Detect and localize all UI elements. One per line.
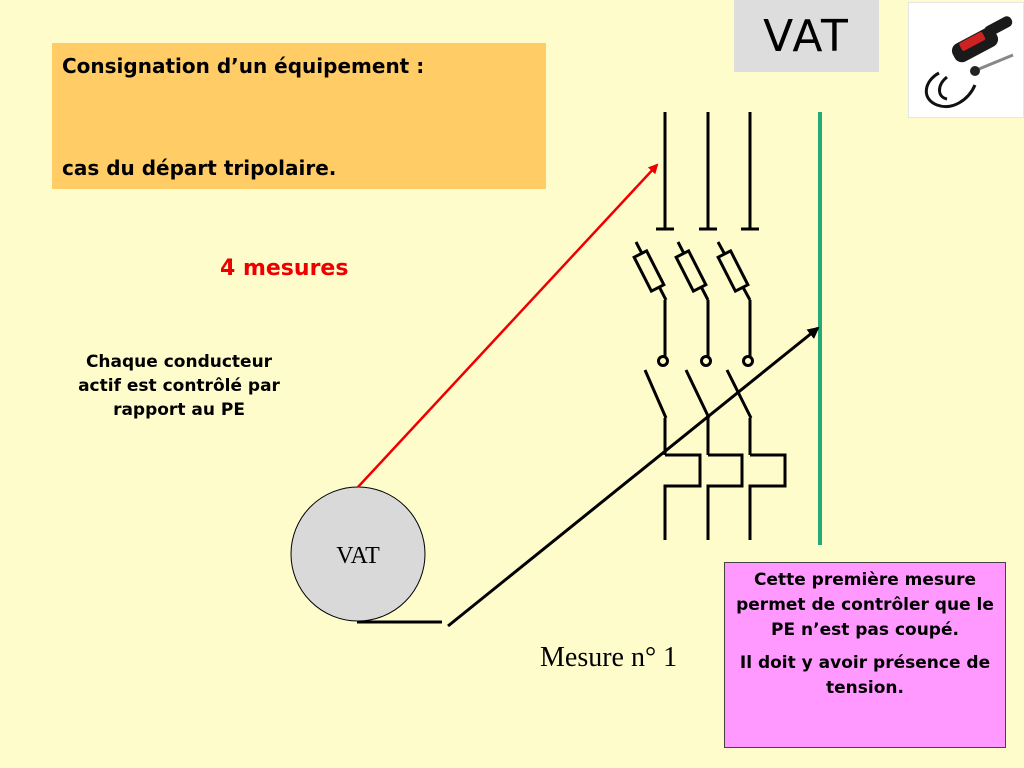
voltage-tester-photo-icon xyxy=(908,2,1024,118)
explanation-text: Chaque conducteur actif est contrôlé par… xyxy=(78,352,280,420)
measure-number: Mesure n° 1 xyxy=(540,642,678,673)
black-measure-arrow xyxy=(447,326,820,628)
note-paragraph-1: Cette première mesure permet de contrôle… xyxy=(736,570,994,640)
red-measure-arrow xyxy=(357,163,659,488)
note-paragraph-2: Il doit y avoir présence de tension. xyxy=(739,653,991,698)
note-box: Cette première mesure permet de contrôle… xyxy=(724,562,1006,748)
vat-title-label: VAT xyxy=(734,0,879,72)
mesures-count: 4 mesures xyxy=(220,256,349,281)
fuses xyxy=(632,248,750,294)
title-line-1: Consignation d’un équipement : xyxy=(62,54,425,78)
vat-meter-label: VAT xyxy=(336,543,380,569)
title-box: Consignation d’un équipement : cas du dé… xyxy=(52,43,546,189)
title-line-2: cas du départ tripolaire. xyxy=(62,156,337,180)
